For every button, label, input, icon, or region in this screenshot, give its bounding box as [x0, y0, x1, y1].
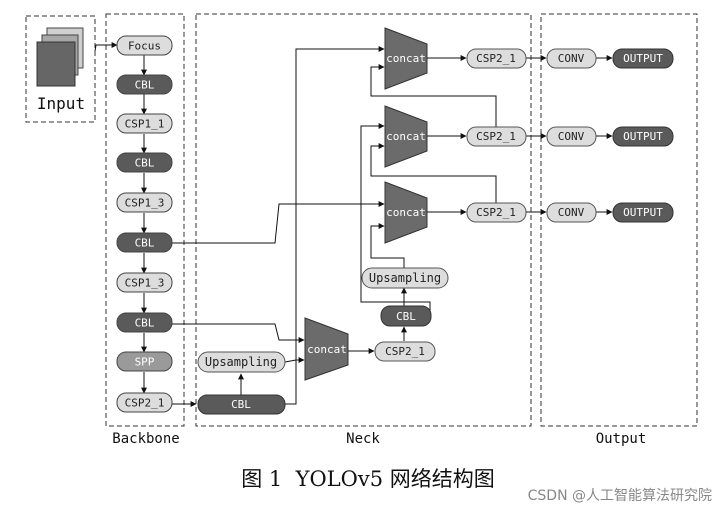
output-1: OUTPUT: [623, 52, 663, 65]
neck-csp-1: CSP2_1: [476, 52, 516, 65]
conv-2-box: [546, 126, 597, 147]
backbone-csp2-1: CSP2_1: [125, 397, 165, 410]
output-3-box: [612, 202, 674, 223]
backbone-csp1-3-b: CSP1_3: [125, 277, 165, 290]
backbone-title: Backbone: [112, 431, 179, 447]
conv-1: CONV: [558, 52, 585, 65]
conv-2: CONV: [558, 130, 585, 143]
concat-1-label: concat: [386, 52, 426, 65]
backbone-focus: Focus: [128, 40, 161, 53]
output-frame: [540, 13, 698, 427]
neck-csp-3: CSP2_1: [476, 206, 516, 219]
output-title: Output: [596, 431, 647, 447]
conv-3: CONV: [558, 206, 585, 219]
neck-csp-bottom: CSP2_1: [385, 345, 425, 358]
backbone-csp1-3-b-box: [116, 272, 173, 293]
backbone-spp: SPP: [135, 356, 155, 369]
neck-upsampling-bottom-box: [197, 351, 286, 373]
neck-title: Neck: [346, 431, 380, 447]
neck-upsampling-mid-box: [361, 267, 449, 289]
neck-csp-2-box: [466, 126, 527, 147]
output-3: OUTPUT: [623, 206, 663, 219]
backbone-csp1-3-a-box: [116, 192, 173, 213]
output-1-box: [612, 48, 674, 69]
backbone-cbl-4-box: [116, 312, 173, 333]
backbone-frame: [105, 13, 185, 427]
output-2-box: [612, 126, 674, 147]
concat-2-label: concat: [386, 130, 426, 143]
figure-caption: 图 1 YOLOv5 网络结构图: [241, 467, 495, 491]
concat-bottom-shape: [304, 317, 349, 381]
neck-upsampling-mid: Upsampling: [369, 271, 441, 285]
concat-1-shape: [384, 27, 428, 90]
backbone-cbl-3: CBL: [135, 237, 155, 250]
output-2: OUTPUT: [623, 130, 663, 143]
neck-upsampling-bottom: Upsampling: [205, 355, 277, 369]
backbone-cbl-1: CBL: [135, 79, 155, 92]
backbone-cbl-4: CBL: [135, 317, 155, 330]
neck-csp-2: CSP2_1: [476, 130, 516, 143]
neck-cbl-bottom-box: [197, 394, 286, 415]
input-image-icon: [36, 27, 84, 87]
backbone-focus-box: [116, 35, 173, 56]
backbone-csp2-1-box: [116, 392, 173, 413]
neck-csp-1-box: [466, 48, 527, 69]
input-label: Input: [37, 94, 85, 113]
concat-3-label: concat: [386, 206, 426, 219]
watermark: CSDN @人工智能算法研究院: [528, 488, 712, 504]
backbone-cbl-3-box: [116, 232, 173, 253]
concat-3-shape: [384, 181, 428, 244]
input-frame: [25, 15, 96, 123]
backbone-cbl-1-box: [116, 74, 173, 95]
concat-2-shape: [384, 105, 428, 168]
neck-cbl-mid-box: [380, 305, 432, 327]
neck-csp-bottom-box: [374, 341, 436, 362]
conv-3-box: [546, 202, 597, 223]
backbone-cbl-2: CBL: [135, 157, 155, 170]
backbone-csp1-1: CSP1_1: [125, 118, 165, 131]
backbone-csp1-3-a: CSP1_3: [125, 197, 165, 210]
neck-cbl-bottom: CBL: [231, 398, 251, 411]
neck-csp-3-box: [466, 202, 527, 223]
backbone-cbl-2-box: [116, 152, 173, 173]
neck-cbl-mid: CBL: [396, 310, 416, 323]
backbone-spp-box: [116, 351, 173, 372]
concat-bottom-label: concat: [307, 343, 347, 356]
backbone-csp1-1-box: [116, 113, 173, 134]
neck-frame: [195, 13, 532, 427]
conv-1-box: [546, 48, 597, 69]
